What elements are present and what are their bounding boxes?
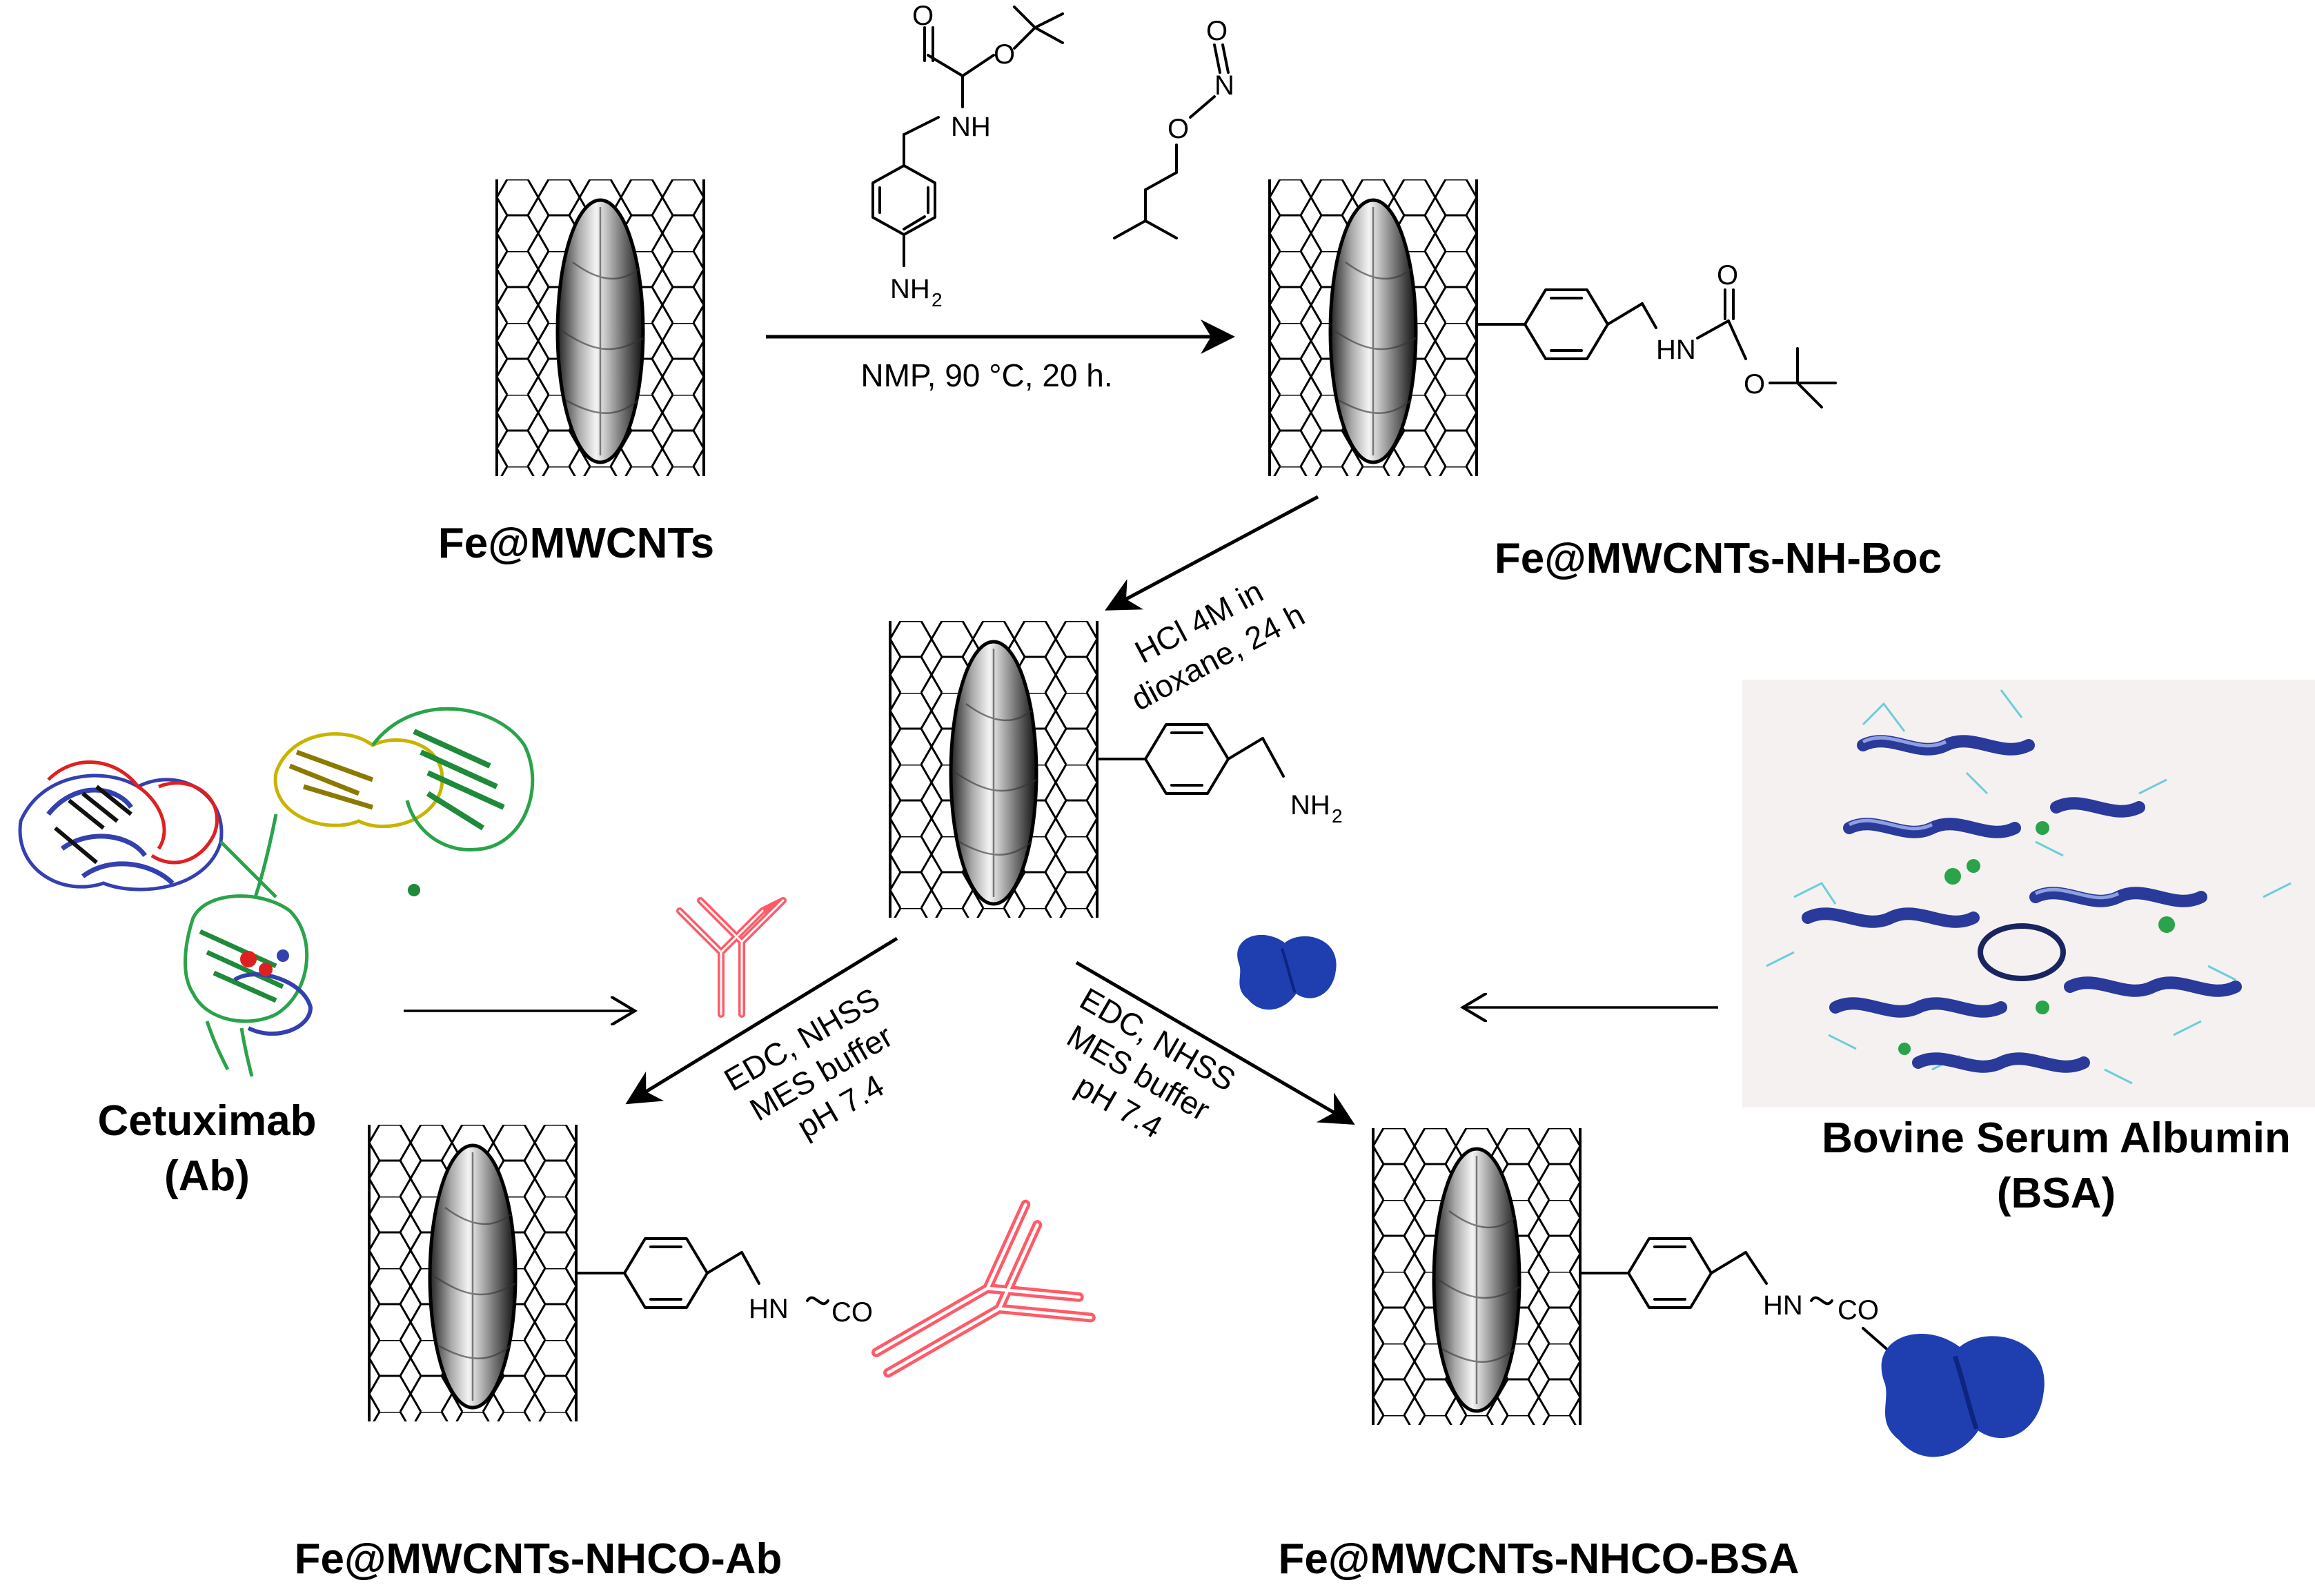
arrow-step2	[1105, 495, 1319, 611]
chem-co-ab: CO	[831, 1297, 873, 1328]
antibody-icon-bound	[871, 1199, 1096, 1378]
reagent-isoamyl-nitrite	[1113, 43, 1230, 239]
fe-mwcnt-nh2	[890, 621, 1285, 918]
condition-step1: NMP, 90 °C, 20 h.	[860, 357, 1112, 393]
label-ab: (Ab)	[164, 1152, 250, 1200]
chem-o5: O	[1717, 260, 1738, 290]
chem-n: N	[1214, 70, 1234, 101]
label-bsa-short: (BSA)	[1997, 1170, 2116, 1217]
chem-hn-boc: HN	[1656, 335, 1696, 365]
chem-o6: O	[1744, 369, 1765, 400]
label-fe-mwcnts-nhboc: Fe@MWCNTs-NH-Boc	[1495, 535, 1942, 582]
chem-sub2-a: 2	[932, 289, 943, 311]
chem-hn-ab: HN	[749, 1294, 789, 1324]
chem-o1: O	[994, 39, 1015, 70]
chem-nh2-b: NH	[1290, 790, 1330, 820]
fe-mwcnt-nhboc	[1270, 179, 1837, 476]
fe-mwcnt-start	[497, 179, 704, 476]
antibody-icon-free	[680, 900, 783, 1014]
chem-o2: O	[912, 1, 934, 31]
fe-mwcnt-nhco-bsa	[1373, 1128, 1833, 1425]
chem-sub2-b: 2	[1332, 805, 1343, 827]
bsa-icon-bound	[1882, 1334, 2045, 1457]
label-bsa: Bovine Serum Albumin	[1822, 1114, 2291, 1162]
arrow-step3	[625, 936, 898, 1105]
chem-o3: O	[1168, 114, 1189, 144]
fe-mwcnt-nhco-ab	[369, 1125, 829, 1421]
label-fe-mwcnts: Fe@MWCNTs	[438, 520, 714, 567]
cetuximab-structure	[18, 707, 535, 1077]
chem-nh: NH	[951, 112, 991, 142]
label-cetuximab: Cetuximab	[98, 1097, 317, 1145]
chem-nh2-a: NH	[890, 274, 930, 304]
chem-hn-bsa: HN	[1763, 1290, 1803, 1321]
label-fe-mwcnts-nhco-bsa: Fe@MWCNTs-NHCO-BSA	[1278, 1535, 1799, 1583]
bsa-icon-free	[1237, 935, 1336, 1009]
chem-co-bsa: CO	[1838, 1295, 1879, 1326]
label-fe-mwcnts-nhco-ab: Fe@MWCNTs-NHCO-Ab	[295, 1535, 782, 1583]
reagent-boc-aminobenzylamine	[871, 6, 1064, 267]
arrow-step4	[1075, 960, 1355, 1125]
chem-o4: O	[1206, 16, 1228, 46]
bsa-structure	[1742, 680, 2315, 1107]
